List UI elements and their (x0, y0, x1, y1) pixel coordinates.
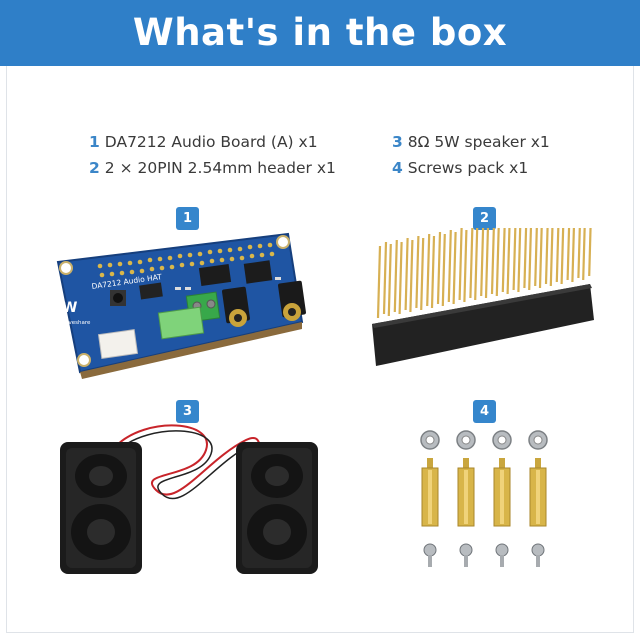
item-badge-1: 1 (176, 207, 199, 230)
svg-text:W: W (62, 300, 77, 316)
item-number: 1 (89, 133, 100, 151)
item-number: 2 (89, 159, 100, 177)
item-label: 8Ω 5W speaker x1 (407, 133, 550, 151)
item-label: Screws pack x1 (407, 159, 529, 177)
page-title: What's in the box (132, 11, 508, 54)
board-brand: Waveshare (60, 320, 91, 326)
speaker-pair-image (60, 424, 318, 574)
content-frame (6, 66, 634, 633)
screws-pack-image (420, 430, 548, 567)
item-label: DA7212 Audio Board (A) x1 (104, 133, 318, 151)
item-label: 2 × 20PIN 2.54mm header x1 (104, 159, 336, 177)
item-badge-2: 2 (473, 207, 496, 230)
audio-board-image: W DA7212 Audio HAT Waveshare (56, 232, 306, 379)
item-number: 3 (392, 133, 403, 151)
pin-header-image (372, 228, 594, 366)
item-badge-3: 3 (176, 400, 199, 423)
item-badge-4: 4 (473, 400, 496, 423)
header-banner: What's in the box (0, 0, 640, 66)
item-number: 4 (392, 159, 403, 177)
